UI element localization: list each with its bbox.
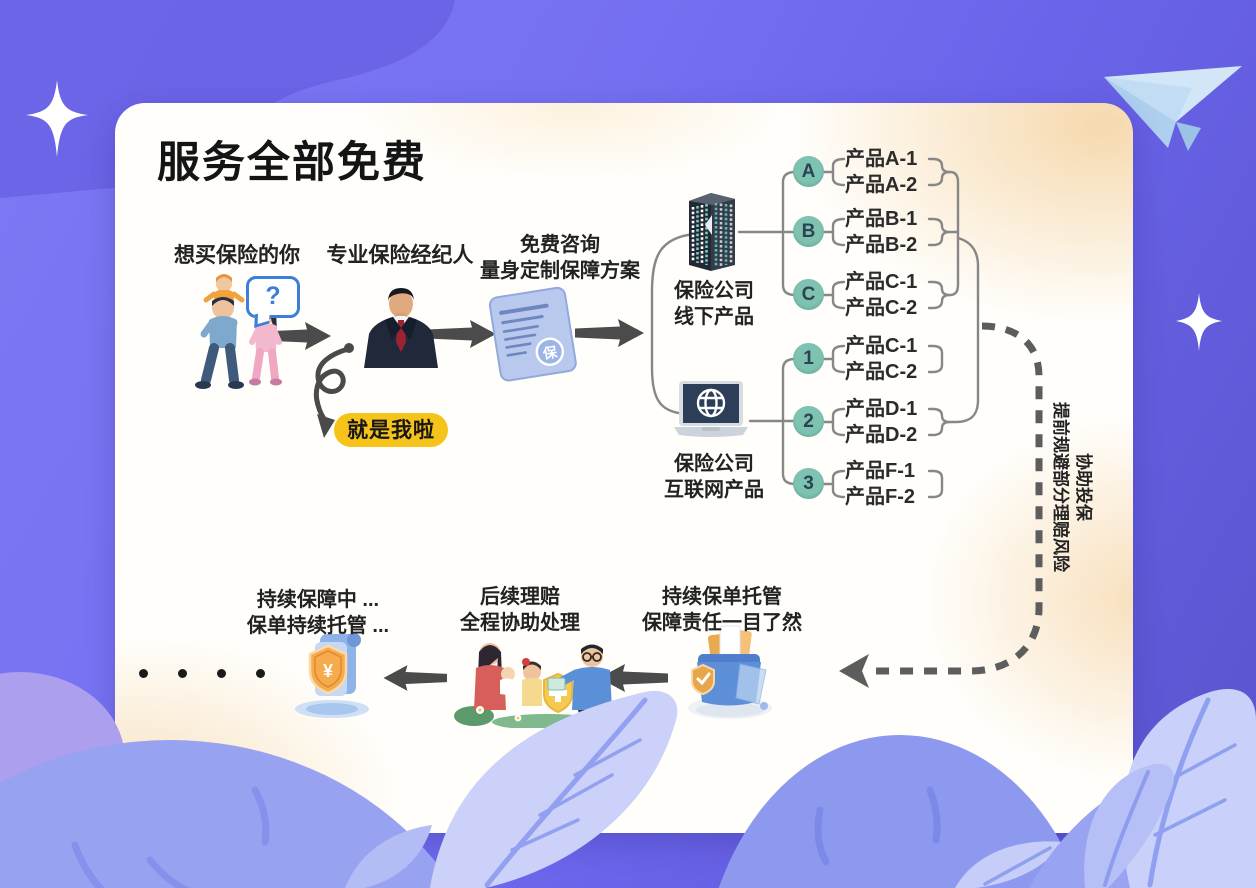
product-label: 产品A-1 — [845, 148, 918, 170]
folder-custody-illustration — [680, 616, 780, 722]
sparkle-star-left-icon — [26, 80, 88, 157]
mother-with-baby — [474, 643, 516, 710]
page-title: 服务全部免费 — [157, 139, 427, 187]
question-bubble: ? — [246, 276, 300, 328]
broker-badge: 就是我啦 — [334, 413, 448, 447]
online-label-line2: 互联网产品 — [664, 479, 764, 501]
custody-label-line1: 持续保单托管 — [662, 586, 782, 608]
ongoing-label-line2: 保单持续托管 ... — [246, 615, 390, 637]
doc-stamp-char: 保 — [541, 344, 559, 362]
node-online-1: 1 — [793, 343, 824, 374]
dark-purple-blob — [0, 0, 455, 198]
product-label: 产品D-2 — [845, 424, 918, 446]
product-label: 产品F-1 — [845, 460, 915, 482]
customer-label: 想买保险的你 — [174, 244, 300, 267]
laptop-globe-icon — [672, 381, 750, 439]
node-online-3: 3 — [793, 468, 824, 499]
side-note: 协助投保 提前规避部分理赔风险 — [1049, 367, 1095, 607]
product-label: 产品C-2 — [845, 297, 918, 319]
claims-label-line1: 后续理赔 — [480, 586, 560, 608]
shield-scroll-illustration: ¥ — [286, 624, 378, 720]
daughter — [522, 658, 542, 706]
continuation-dot — [256, 669, 265, 678]
product-label: 产品C-2 — [845, 361, 918, 383]
child-figure — [203, 274, 245, 304]
product-label: 产品A-2 — [845, 174, 918, 196]
father-figure — [195, 297, 244, 389]
custody-label-line2: 保障责任一目了然 — [642, 612, 802, 634]
node-offline-c: C — [793, 279, 824, 310]
offline-label-line2: 线下产品 — [674, 306, 754, 328]
continuation-dot — [178, 669, 187, 678]
product-label: 产品B-2 — [845, 234, 918, 256]
node-offline-a: A — [793, 156, 824, 187]
ongoing-label-line1: 持续保障中 ... — [256, 589, 380, 611]
consult-label-line1: 免费咨询 — [520, 234, 600, 256]
node-online-2: 2 — [793, 406, 824, 437]
product-label: 产品B-1 — [845, 208, 918, 230]
sparkle-star-right-icon — [1176, 293, 1222, 351]
node-offline-b: B — [793, 216, 824, 247]
product-label: 产品C-1 — [845, 335, 918, 357]
offline-label-line1: 保险公司 — [674, 280, 754, 302]
product-label: 产品F-2 — [845, 486, 915, 508]
continuation-dot — [217, 669, 226, 678]
side-note-line1: 协助投保 — [1074, 453, 1093, 521]
paper-plane-icon — [1104, 66, 1242, 151]
globe-icon — [696, 388, 726, 418]
document-icon: 保 — [481, 281, 587, 388]
continuation-dot — [139, 669, 148, 678]
question-mark: ? — [265, 282, 281, 310]
shield-yen-symbol: ¥ — [323, 661, 333, 681]
product-label: 产品D-1 — [845, 398, 918, 420]
product-label: 产品C-1 — [845, 271, 918, 293]
claims-label-line2: 全程协助处理 — [460, 612, 580, 634]
broker-photo — [352, 280, 450, 368]
claims-family-illustration — [452, 626, 642, 728]
online-label-line1: 保险公司 — [674, 453, 754, 475]
building-icon — [681, 189, 743, 275]
broker-label: 专业保险经纪人 — [326, 244, 474, 267]
consult-label-line2: 量身定制保障方案 — [480, 260, 640, 282]
side-note-line2: 提前规避部分理赔风险 — [1051, 402, 1070, 572]
